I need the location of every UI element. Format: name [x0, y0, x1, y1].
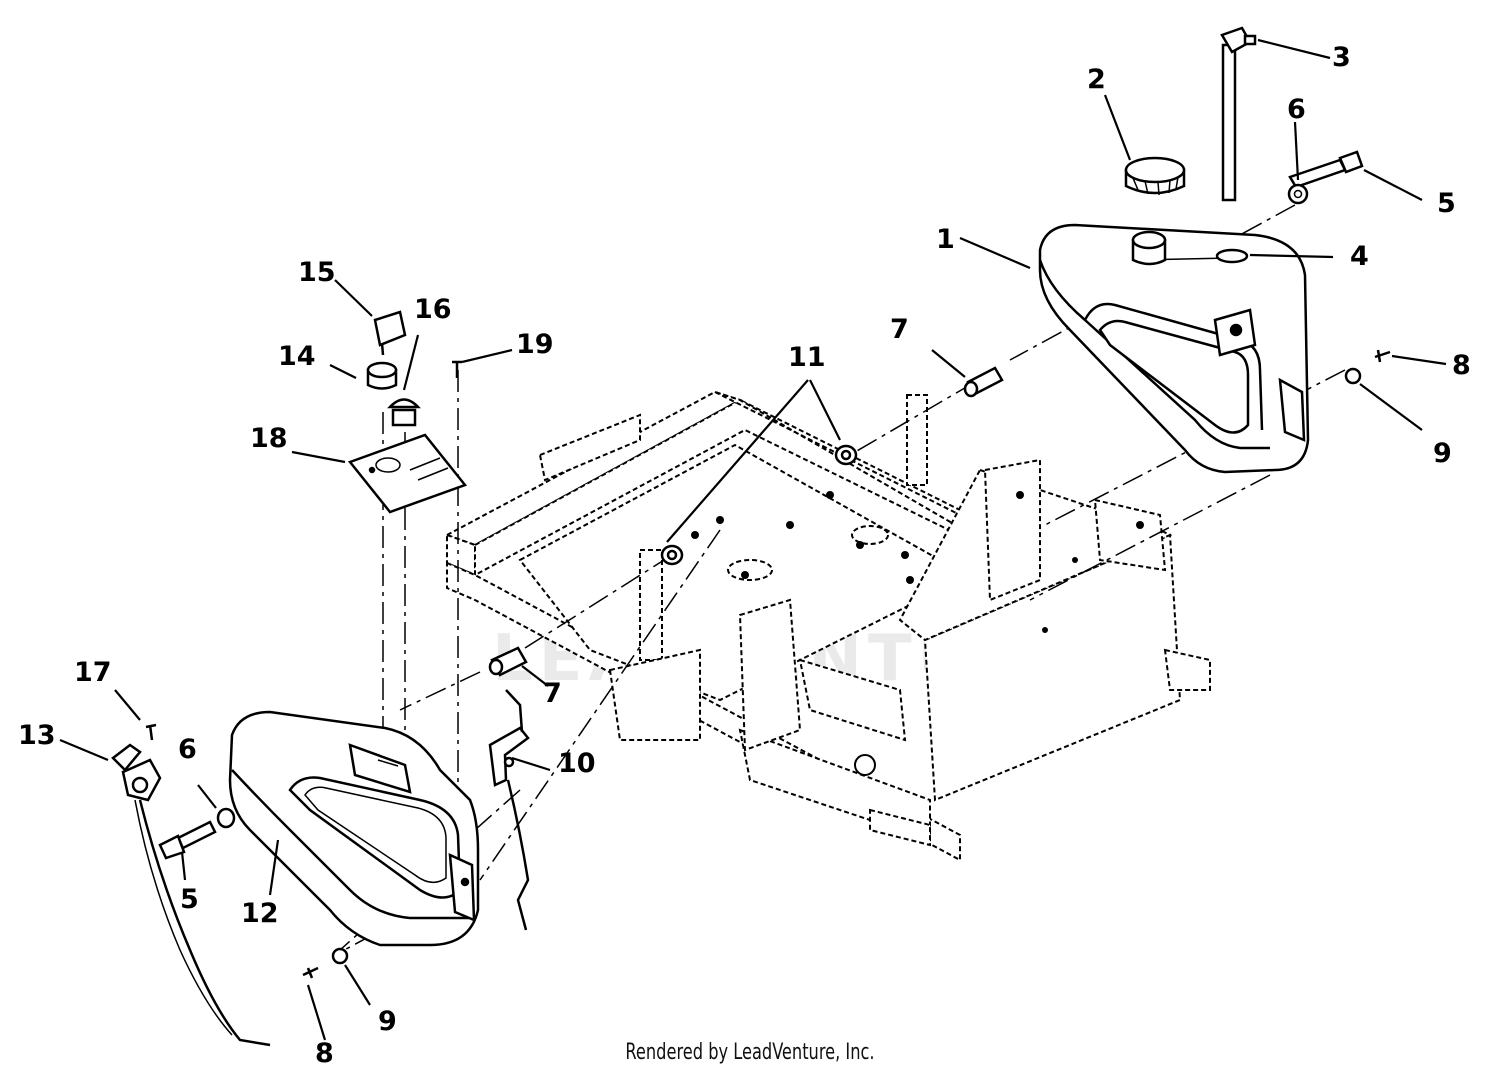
callout-6-left: 6: [178, 734, 197, 765]
washer-hole: [1293, 189, 1303, 199]
pto-switch: [387, 398, 421, 427]
bushing-lower: [660, 544, 684, 566]
washer-left: [216, 807, 236, 829]
callout-13: 13: [18, 720, 56, 751]
frame-opening: [851, 525, 889, 545]
callout-10: 10: [558, 748, 596, 779]
throttle-control: [111, 743, 271, 1047]
callout-9-right: 9: [1433, 438, 1452, 469]
leader-lines: [59, 38, 1447, 1041]
callout-7-right: 7: [890, 314, 909, 345]
callout-18: 18: [250, 423, 288, 454]
throttle-bracket: [488, 689, 530, 931]
fuel-vent-tube: [1220, 26, 1257, 202]
bolt-left: [158, 820, 217, 860]
footer-credit: Rendered by LeadVenture, Inc.: [625, 1040, 875, 1065]
callout-6-right: 6: [1287, 94, 1306, 125]
callout-2: 2: [1087, 64, 1106, 95]
screw-19: [452, 360, 462, 378]
tank-filler-neck: [1131, 230, 1167, 266]
ignition-plate: [347, 433, 468, 514]
callout-5-right: 5: [1437, 188, 1456, 219]
callout-1: 1: [936, 224, 955, 255]
callout-11: 11: [788, 342, 826, 373]
frame-knob: [854, 754, 876, 776]
bushing-upper: [834, 444, 858, 466]
ignition-key: [373, 310, 407, 356]
spacer-left: [488, 646, 528, 677]
callout-14: 14: [278, 341, 316, 372]
frame-opening: [727, 559, 773, 581]
grommet: [1215, 248, 1249, 264]
frame-holes: [691, 491, 1144, 633]
ignition-switch: [366, 361, 398, 390]
fuel-cap: [1124, 156, 1186, 196]
callout-19: 19: [516, 329, 554, 360]
screw-left: [302, 966, 319, 979]
callout-12: 12: [241, 898, 279, 929]
washer-left-small: [331, 947, 349, 965]
washer-right-small: [1344, 367, 1362, 385]
callout-9-left: 9: [378, 1006, 397, 1037]
screw-right: [1374, 349, 1391, 363]
callout-7-left: 7: [543, 678, 562, 709]
callout-8-left: 8: [315, 1038, 334, 1069]
right-fuel-tank: [1038, 223, 1310, 474]
callout-3: 3: [1332, 42, 1351, 73]
bolt-right: [1288, 150, 1364, 189]
callout-16: 16: [414, 294, 452, 325]
mower-frame: [444, 390, 1211, 862]
left-fuel-tank: [228, 710, 480, 947]
callout-4: 4: [1350, 241, 1369, 272]
screw-small: [145, 723, 157, 741]
callout-15: 15: [298, 257, 336, 288]
callout-8-right: 8: [1452, 350, 1471, 381]
callout-17: 17: [74, 657, 112, 688]
callout-5-left: 5: [180, 884, 199, 915]
spacer-right: [963, 366, 1004, 398]
callout-labels: 1 2 3 4 5 6 7 8 9 11 7 10 12 5 6 13 17 1…: [18, 42, 1471, 1069]
